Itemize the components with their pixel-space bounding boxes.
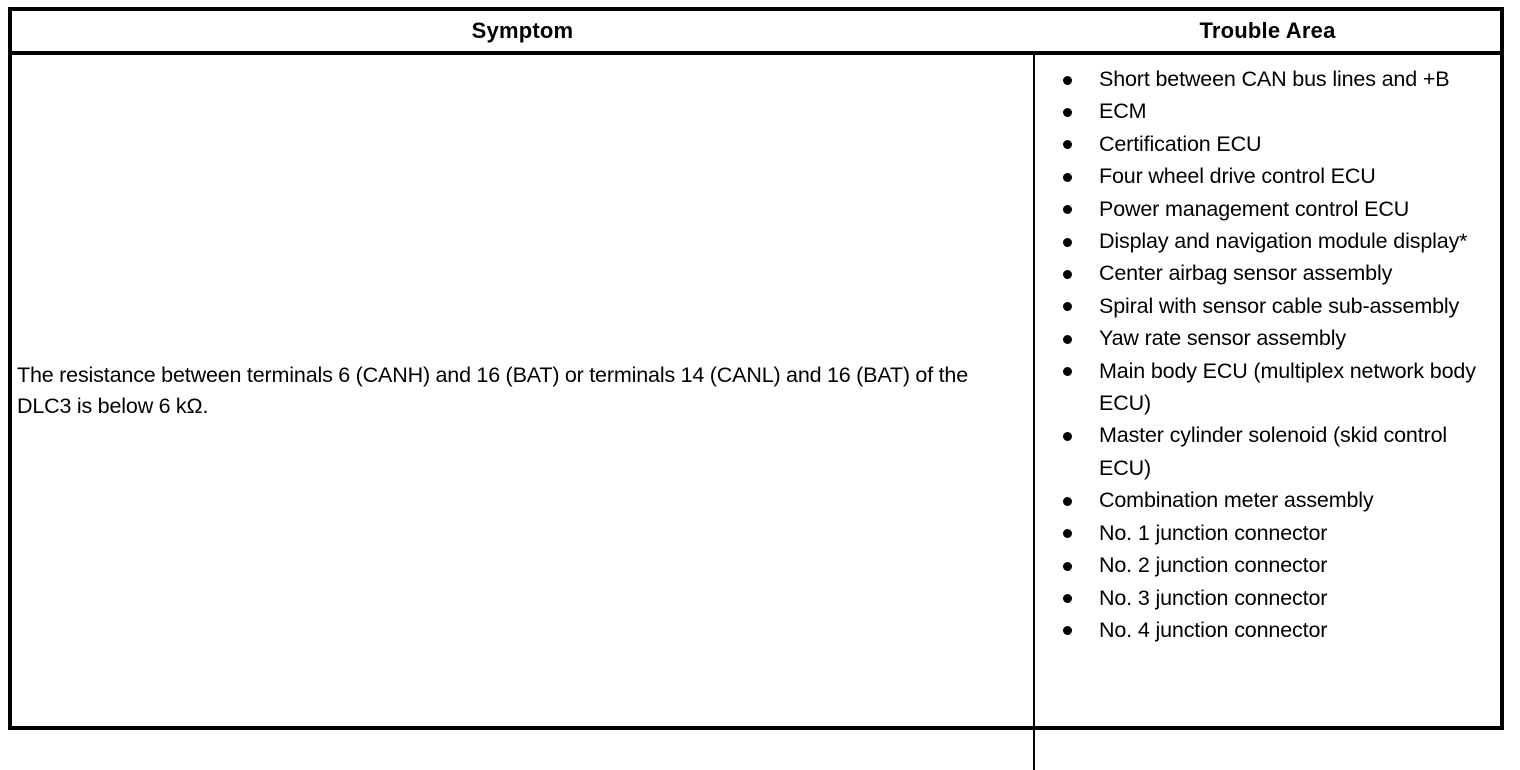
bullet-icon xyxy=(1063,269,1072,279)
bullet-icon xyxy=(1063,172,1072,182)
bullet-icon xyxy=(1063,237,1072,247)
list-item-label: ECM xyxy=(1099,99,1147,124)
list-item-label: Short between CAN bus lines and +B xyxy=(1099,67,1450,91)
list-item: ECM xyxy=(1035,95,1496,127)
list-item-label: Main body ECU (multiplex network body EC… xyxy=(1099,358,1476,416)
page-root: Symptom Trouble Area The resistance betw… xyxy=(8,7,1504,770)
table-header-row: Symptom Trouble Area xyxy=(12,11,1500,55)
bullet-icon xyxy=(1063,367,1072,377)
list-item: No. 4 junction connector xyxy=(1035,614,1496,646)
column-header-trouble-area: Trouble Area xyxy=(1199,18,1336,43)
list-item: Center airbag sensor assembly xyxy=(1035,257,1496,289)
list-item-label: Power management control ECU xyxy=(1099,196,1410,221)
list-item: No. 2 junction connector xyxy=(1035,549,1496,581)
symptom-cell: The resistance between terminals 6 (CANH… xyxy=(12,55,1033,726)
bullet-icon xyxy=(1063,205,1072,215)
bullet-icon xyxy=(1063,626,1072,636)
list-item: Certification ECU xyxy=(1035,128,1496,160)
list-item-label: Master cylinder solenoid (skid control E… xyxy=(1099,423,1448,480)
list-item-label: No. 4 junction connector xyxy=(1099,617,1328,642)
list-item: Spiral with sensor cable sub-assembly xyxy=(1035,290,1496,322)
list-item-label: Display and navigation module display* xyxy=(1099,229,1468,254)
list-item: No. 3 junction connector xyxy=(1035,582,1496,614)
bullet-icon xyxy=(1063,140,1072,150)
bullet-icon xyxy=(1063,302,1072,312)
bullet-icon xyxy=(1063,107,1072,117)
trouble-area-list: Short between CAN bus lines and +B ECM Cer… xyxy=(1035,63,1496,646)
list-item-label: Combination meter assembly xyxy=(1099,488,1374,513)
list-item-label: Spiral with sensor cable sub-assembly xyxy=(1099,293,1460,318)
bullet-icon xyxy=(1063,431,1072,441)
list-item: Master cylinder solenoid (skid control E… xyxy=(1035,419,1496,484)
list-item-label: Center airbag sensor assembly xyxy=(1099,261,1393,286)
list-item: Display and navigation module display* xyxy=(1035,225,1496,257)
list-item-label: Four wheel drive control ECU xyxy=(1099,164,1376,189)
list-item: Four wheel drive control ECU xyxy=(1035,160,1496,192)
symptom-trouble-table: Symptom Trouble Area The resistance betw… xyxy=(8,7,1504,770)
bullet-icon xyxy=(1063,594,1072,603)
bullet-icon xyxy=(1063,75,1072,85)
list-item: Power management control ECU xyxy=(1035,193,1496,225)
list-item: Combination meter assembly xyxy=(1035,484,1496,516)
list-item-label: Yaw rate sensor assembly xyxy=(1099,326,1346,351)
list-item: Main body ECU (multiplex network body EC… xyxy=(1035,355,1496,420)
list-item-label: No. 2 junction connector xyxy=(1099,553,1328,578)
list-item: Short between CAN bus lines and +B xyxy=(1035,63,1496,95)
column-header-symptom: Symptom xyxy=(471,18,574,43)
list-item: Yaw rate sensor assembly xyxy=(1035,322,1496,354)
list-item-label: No. 3 junction connector xyxy=(1099,585,1328,610)
symptom-description: The resistance between terminals 6 (CANH… xyxy=(17,362,969,418)
list-item: No. 1 junction connector xyxy=(1035,517,1496,549)
bullet-icon xyxy=(1063,529,1072,539)
table-inner: Symptom Trouble Area The resistance betw… xyxy=(12,11,1500,770)
column-divider xyxy=(1033,55,1035,770)
list-item-label: No. 1 junction connector xyxy=(1099,520,1328,545)
trouble-area-cell: Short between CAN bus lines and +B ECM Cer… xyxy=(1035,55,1500,726)
bullet-icon xyxy=(1063,496,1072,506)
table-body-row: The resistance between terminals 6 (CANH… xyxy=(12,55,1500,770)
bullet-icon xyxy=(1063,561,1072,571)
bullet-icon xyxy=(1063,334,1072,344)
list-item-label: Certification ECU xyxy=(1099,131,1262,156)
